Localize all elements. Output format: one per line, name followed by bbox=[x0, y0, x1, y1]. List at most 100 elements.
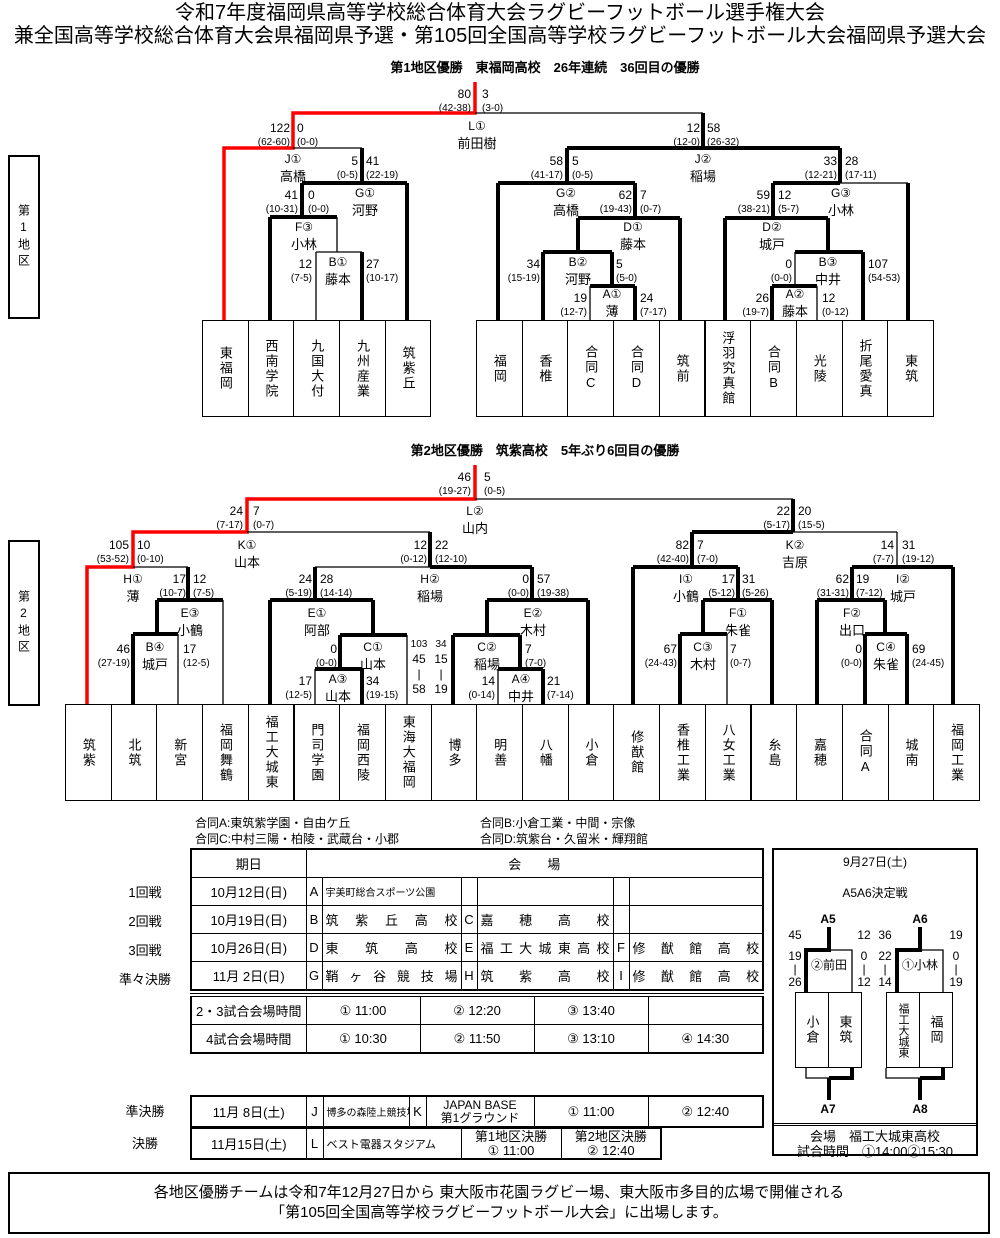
score-total: 122 bbox=[269, 121, 290, 135]
score-halves: (19-38) bbox=[537, 588, 570, 599]
venue-code: L bbox=[305, 1127, 324, 1160]
team-name: 西南学院 bbox=[263, 338, 279, 399]
table-row: 2・3試合会場時間 ① 11:00 ② 12:20 ③ 13:40 bbox=[190, 994, 764, 1025]
score-label: 5(0-5) bbox=[337, 153, 358, 183]
score-half: 15 bbox=[434, 652, 448, 666]
score-label: 58(41-17) bbox=[531, 153, 563, 183]
score-halves: (22-19) bbox=[366, 170, 399, 181]
notice-line1: 各地区優勝チームは令和7年12月27日から 東大阪市花園ラグビー場、東大阪市多目… bbox=[153, 1184, 845, 1201]
time-label: 2・3試合会場時間 bbox=[190, 994, 307, 1025]
referee-name: 藤本 bbox=[781, 304, 808, 319]
team-box: 福工大城東 bbox=[247, 704, 295, 801]
match-code: C④ bbox=[876, 640, 896, 654]
team-name: 筑前 bbox=[674, 353, 690, 384]
joint-team-a: 合同A:東筑紫学園・自由ケ丘 bbox=[195, 816, 351, 830]
score-total: 46 bbox=[457, 470, 471, 484]
score-halves: (7-5) bbox=[193, 588, 215, 599]
venue-name: 嘉穂高校 bbox=[476, 905, 614, 934]
referee-name: 阿部 bbox=[303, 623, 330, 638]
match-code: F② bbox=[842, 606, 862, 620]
score-label: 0(0-0) bbox=[308, 187, 329, 217]
playoff-venue: 会場 福工大城東高校 bbox=[809, 1129, 940, 1144]
match-code: G① bbox=[354, 186, 376, 200]
team-name: 修猷館 bbox=[629, 730, 645, 775]
team-name: 小倉 bbox=[583, 737, 599, 768]
score-halves: (19-7) bbox=[742, 307, 769, 318]
referee-name: 小林 bbox=[290, 237, 317, 252]
match-code: F③ bbox=[294, 220, 314, 234]
score-label: 14(0-14) bbox=[468, 673, 495, 703]
score-label: 3(3-0) bbox=[482, 86, 503, 116]
playoff-date: 9月27日(土) bbox=[842, 855, 907, 869]
half-score: 19 bbox=[788, 949, 802, 963]
team-box: 糸島 bbox=[750, 704, 798, 801]
team-name: 東海大福岡 bbox=[400, 715, 416, 790]
score-total: 28 bbox=[320, 572, 334, 586]
team-name: 合同C bbox=[583, 345, 599, 392]
score-detail: 0|12 bbox=[852, 950, 876, 989]
venue-code: K bbox=[408, 1095, 427, 1128]
header-date: 期日 bbox=[190, 848, 307, 878]
score: 12 bbox=[857, 928, 871, 942]
table-row: 11月 2日(日) G 鞘ヶ谷競技場 H 筑紫高校 I 修猷館高校 bbox=[190, 961, 764, 991]
score-halves: (24-45) bbox=[912, 658, 945, 669]
match-code: D① bbox=[623, 220, 643, 234]
team-name: 八女工業 bbox=[720, 722, 736, 783]
team-box: 福工大城東 bbox=[886, 992, 920, 1068]
team-name: 新宮 bbox=[172, 737, 188, 768]
score-label: 5(5-0) bbox=[616, 256, 637, 286]
score-label: 7(0-7) bbox=[253, 503, 274, 533]
score-halves: (0-5) bbox=[336, 170, 358, 181]
score-total: 103 bbox=[410, 639, 428, 650]
separator: | bbox=[862, 962, 866, 976]
game-code: A5 bbox=[820, 912, 836, 926]
score-total: 82 bbox=[675, 538, 689, 552]
team-name: 福岡 bbox=[491, 353, 507, 384]
match-code: A④ bbox=[511, 672, 531, 686]
score-halves: (53-52) bbox=[96, 554, 129, 565]
score-total: 24 bbox=[640, 291, 654, 305]
venue-name-empty bbox=[628, 877, 764, 906]
match-code: B① bbox=[328, 255, 348, 269]
referee-name: 薄 bbox=[605, 304, 619, 319]
bracket-line bbox=[920, 949, 944, 992]
score-label: 31(5-26) bbox=[742, 571, 769, 601]
district2-label-text: 第2地区 bbox=[16, 590, 31, 656]
score-label: 22(12-10) bbox=[435, 537, 467, 567]
score-halves: (7-12) bbox=[856, 588, 883, 599]
playoff-divider bbox=[772, 1123, 978, 1126]
score-label: 0(0-0) bbox=[297, 120, 318, 150]
time-slot: ③ 13:10 bbox=[533, 1024, 649, 1054]
score-total: 7 bbox=[730, 642, 737, 656]
score-halves: (0-0) bbox=[507, 588, 529, 599]
game-code: A6 bbox=[912, 912, 928, 926]
team-box: 嘉穂 bbox=[796, 704, 843, 801]
score-total: 26 bbox=[755, 291, 769, 305]
round-label: 決勝 bbox=[131, 1136, 158, 1151]
referee-name: 藤本 bbox=[324, 272, 351, 287]
score-total: 69 bbox=[912, 642, 926, 656]
referee-name: 河野 bbox=[351, 203, 378, 218]
score-label: 17(12-5) bbox=[183, 641, 210, 671]
table-row: 10月26日(日) D 東筑高校 E 福工大城東高校 F 修猷館高校 bbox=[190, 933, 764, 962]
score-halves: (19-27) bbox=[438, 486, 471, 497]
score-halves: (7-14) bbox=[547, 690, 574, 701]
final-slot-time: ② 12:40 bbox=[586, 1142, 635, 1158]
time-slot: ② 12:40 bbox=[647, 1095, 764, 1128]
match-code: I② bbox=[895, 572, 911, 586]
round-label: 2回戦 bbox=[128, 914, 162, 929]
team-name: 筑紫丘 bbox=[400, 346, 416, 391]
score-total: 33 bbox=[823, 154, 837, 168]
match-code: I① bbox=[678, 572, 694, 586]
referee-name: 山本 bbox=[233, 555, 260, 570]
referee-name: 城戸 bbox=[758, 237, 785, 252]
score-label: 0(0-0) bbox=[841, 641, 862, 671]
